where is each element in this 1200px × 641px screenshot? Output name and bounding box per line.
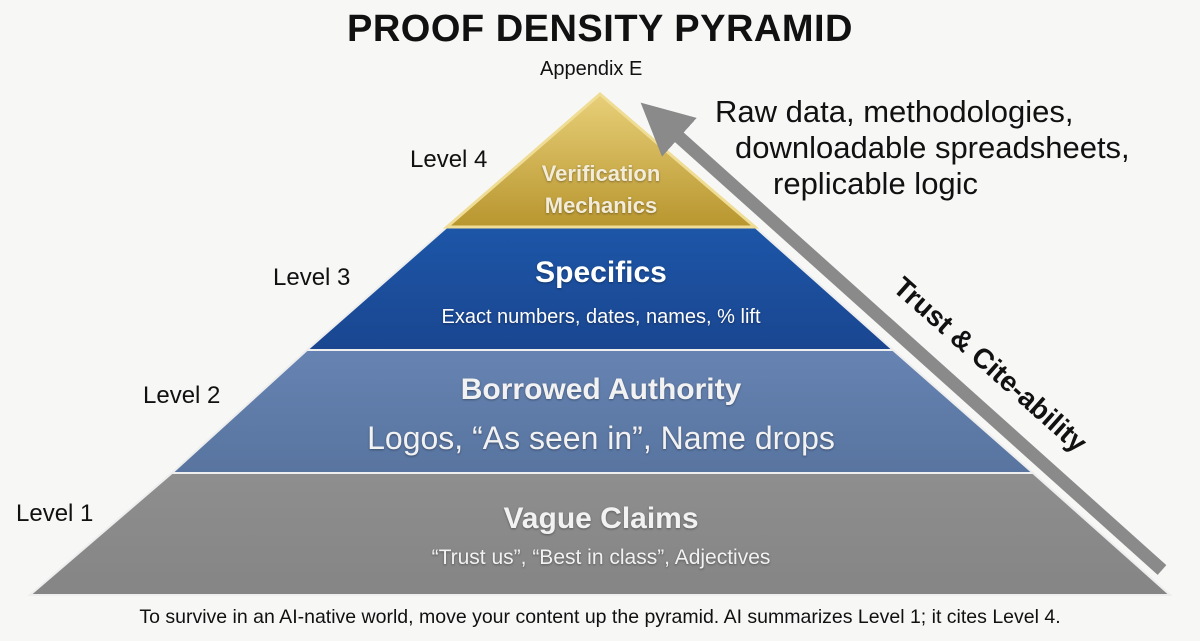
side-note: Raw data, methodologies, downloadable sp…: [715, 94, 1130, 202]
side-note-line-2: downloadable spreadsheets,: [735, 130, 1130, 165]
level-1-label: Level 1: [16, 500, 94, 527]
level-4-label: Level 4: [410, 146, 488, 173]
footer-caption: To survive in an AI-native world, move y…: [139, 606, 1061, 628]
level-4-title-line1: Verification: [541, 161, 661, 186]
level-4-title-line2: Mechanics: [544, 193, 658, 218]
level-1-title: Vague Claims: [503, 502, 699, 535]
side-note-line-1: Raw data, methodologies,: [715, 94, 1074, 129]
level-3-subtitle: Exact numbers, dates, names, % lift: [441, 306, 761, 328]
level-2-label: Level 2: [143, 382, 221, 409]
level-2-subtitle: Logos, “As seen in”, Name drops: [367, 420, 835, 456]
appendix-label: Appendix E: [540, 58, 643, 80]
level-1-subtitle: “Trust us”, “Best in class”, Adjectives: [431, 546, 771, 569]
side-note-line-3: replicable logic: [773, 166, 979, 201]
page-title: PROOF DENSITY PYRAMID: [347, 8, 853, 50]
level-2-title: Borrowed Authority: [460, 373, 742, 406]
level-3-label: Level 3: [273, 264, 351, 291]
trust-arrow: [640, 102, 1167, 575]
level-3-title: Specifics: [535, 256, 667, 289]
level-4-tier: [442, 92, 760, 229]
